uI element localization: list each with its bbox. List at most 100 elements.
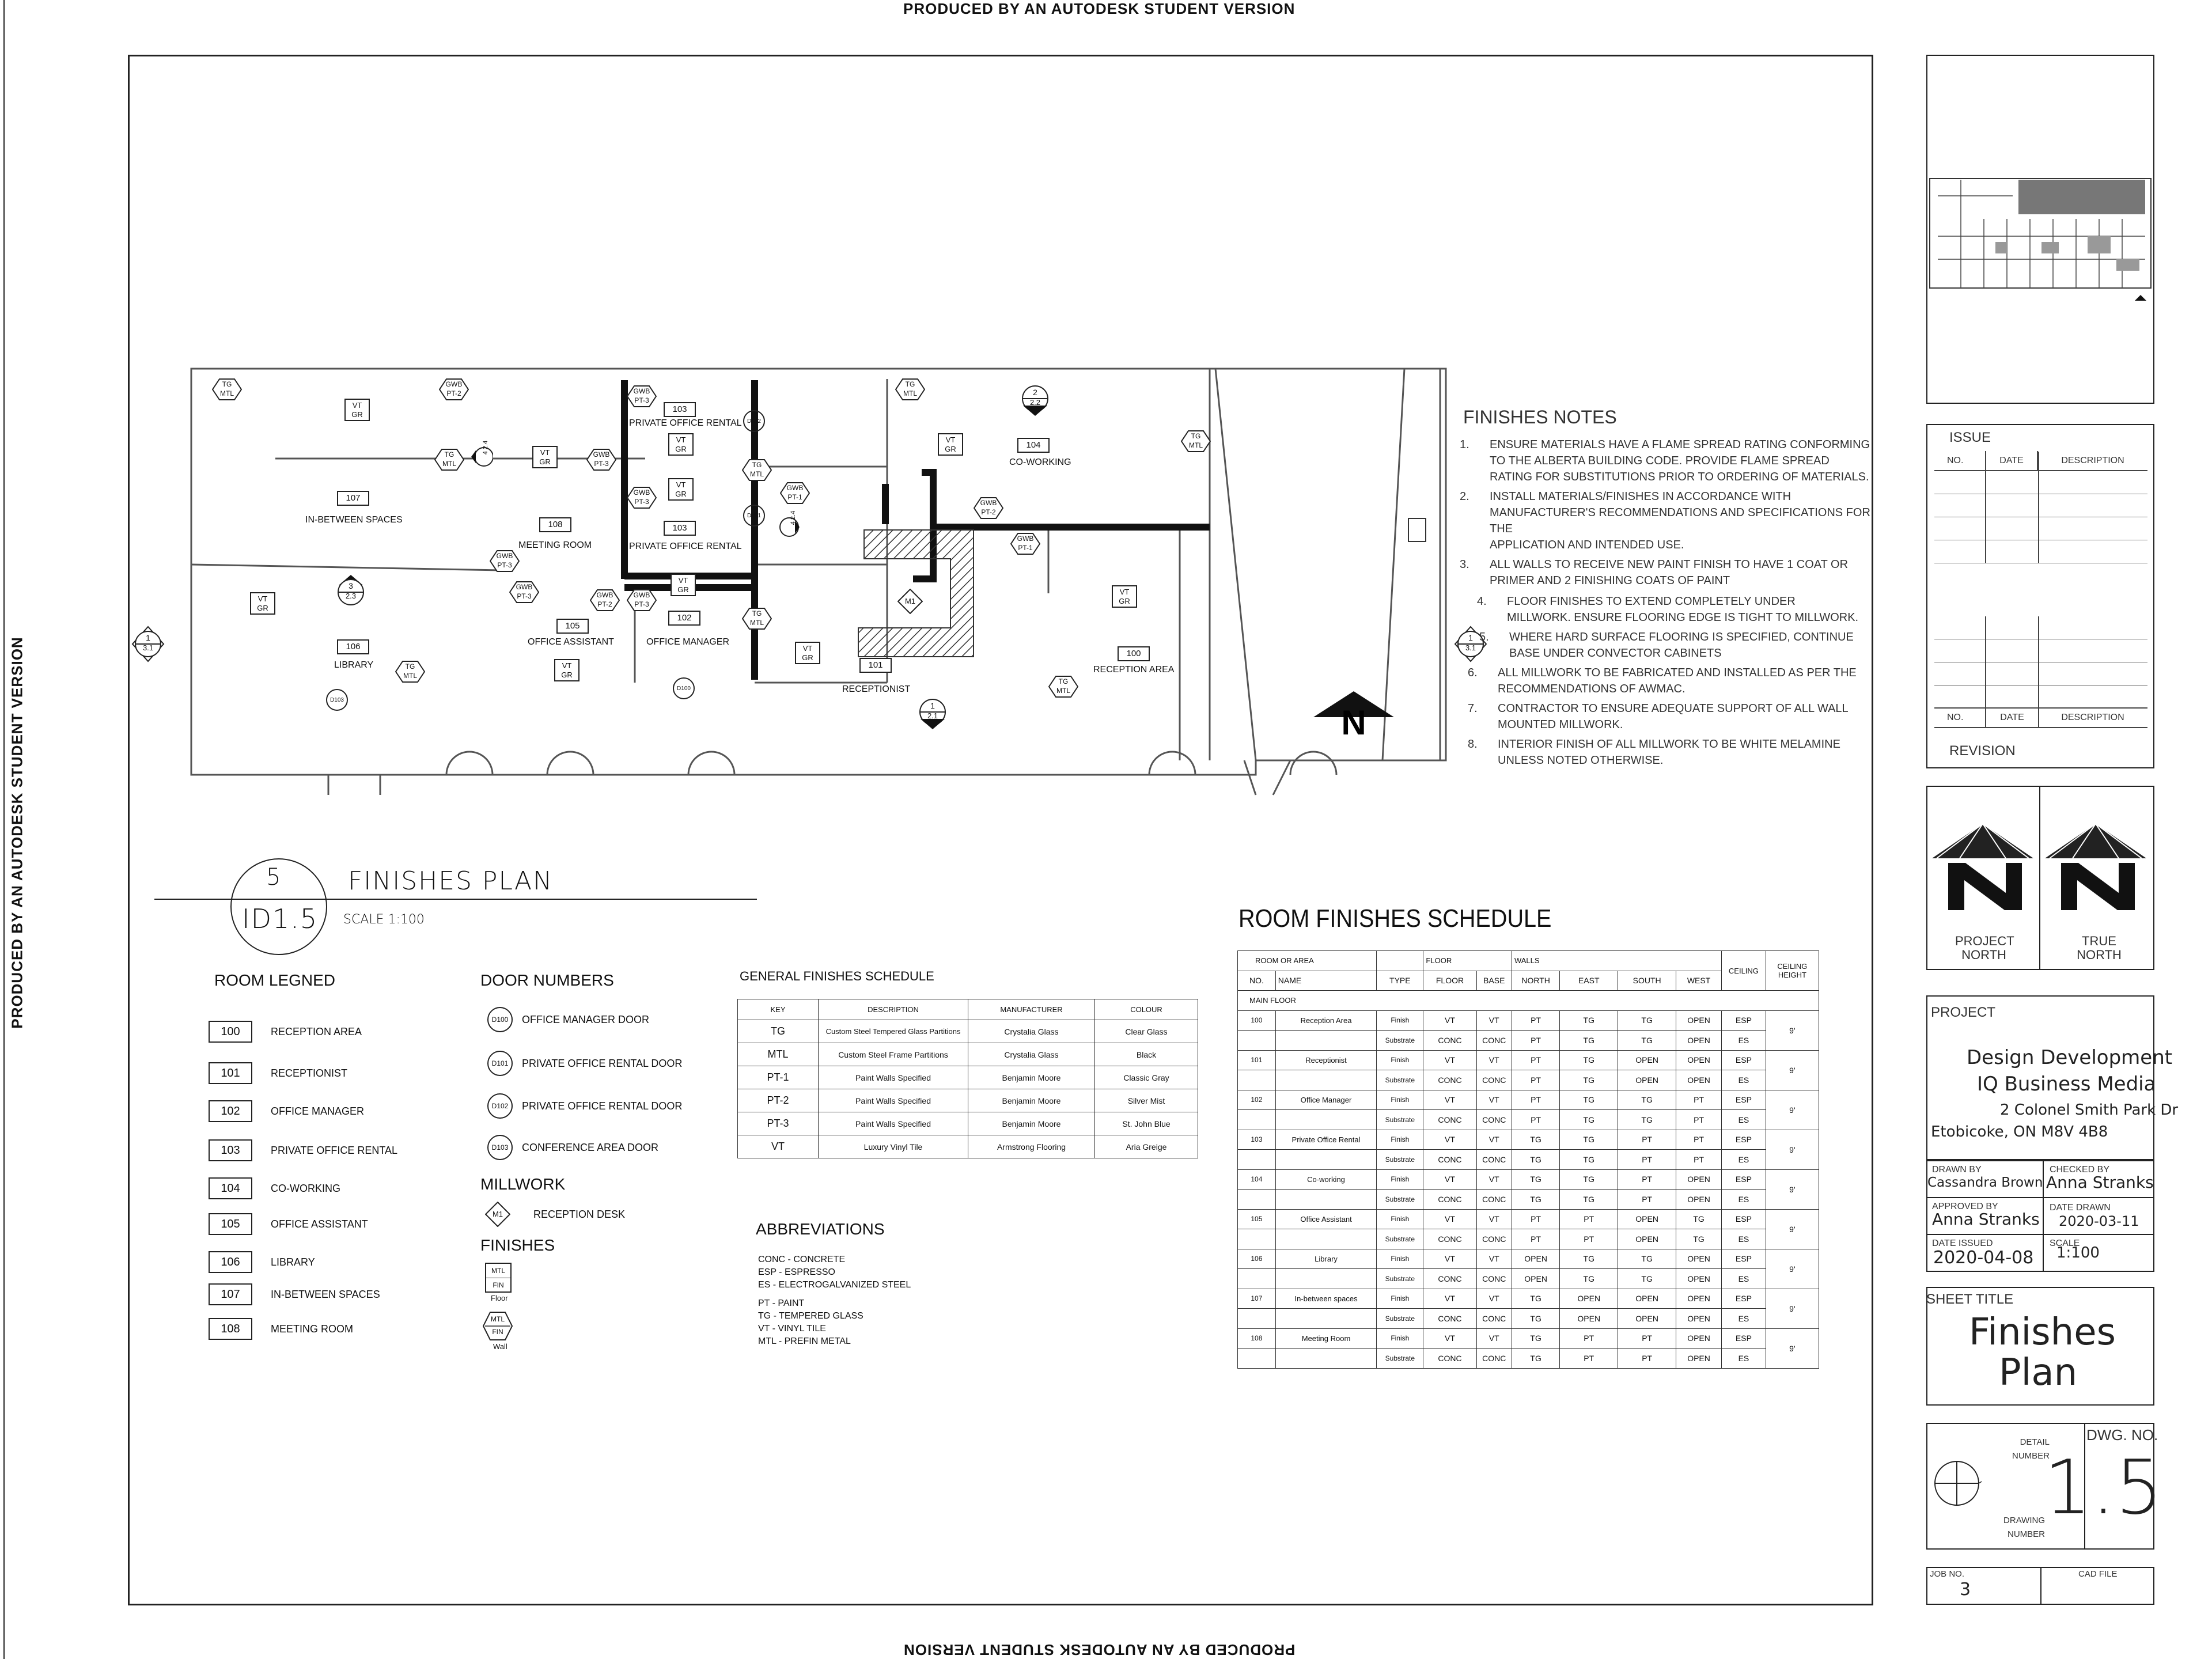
drawing-frame: [128, 55, 1873, 1605]
rfs-cell-name: Co-working: [1275, 1169, 1377, 1190]
rfs-cell: CONC: [1423, 1229, 1477, 1249]
true-north-icon: [2044, 818, 2147, 922]
rfs-cell: ESP: [1721, 1129, 1766, 1150]
rfs-cell-empty: [1275, 1348, 1377, 1369]
millwork-title: MILLWORK: [480, 1175, 566, 1193]
note-item: 6.ALL MILLWORK TO BE FABRICATED AND INST…: [1468, 666, 1857, 695]
sheet-title-label: SHEET TITLE: [1926, 1291, 2014, 1307]
rfs-cell: PT: [1559, 1229, 1619, 1249]
rfs-cell: PT: [1618, 1169, 1677, 1190]
approvals-grid-h: [1926, 1234, 2154, 1235]
rfs-cell: OPEN: [1676, 1248, 1722, 1269]
rfs-cell-empty: [1237, 1070, 1276, 1090]
rfs-cell: VT: [1423, 1328, 1477, 1349]
sheet-title-line-1: Finishes: [1969, 1311, 2116, 1354]
revision-col-lines: [1985, 616, 1986, 728]
rfs-cell-name: Private Office Rental: [1275, 1129, 1377, 1150]
room-legend-title: ROOM LEGNED: [214, 971, 336, 989]
finishes-notes-title: FINISHES NOTES: [1463, 407, 1617, 427]
rfs-cell: TG: [1559, 1149, 1619, 1170]
scale-label: SCALE: [2050, 1238, 2080, 1248]
rfs-cell: Finish: [1376, 1288, 1424, 1309]
checked-by-value: Anna Stranks: [2046, 1173, 2154, 1192]
rfs-cell: OPEN: [1676, 1070, 1722, 1090]
rfs-cell: PT: [1511, 1050, 1560, 1070]
section-marker: 4 2.4: [778, 510, 801, 544]
rfs-cell: CONC: [1423, 1030, 1477, 1051]
room-tag-103b: 103: [664, 521, 696, 536]
rfs-cell: TG: [1559, 1109, 1619, 1130]
rfs-cell: OPEN: [1676, 1308, 1722, 1329]
floor-plan-drawing: N: [190, 368, 1447, 796]
finishes-key-title: FINISHES: [480, 1236, 555, 1254]
rfs-cell: CONC: [1476, 1308, 1512, 1329]
rfs-cell: VT: [1423, 1288, 1477, 1309]
key-plan: [1926, 173, 2154, 323]
north-box: [1926, 786, 2154, 970]
rfs-cell-no: 100: [1237, 1010, 1276, 1031]
rfs-cell: OPEN: [1676, 1169, 1722, 1190]
rfs-cell: ES: [1721, 1149, 1766, 1170]
rfs-cell-no: 108: [1237, 1328, 1276, 1349]
room-schedule-table: ROOM OR AREA FLOOR WALLS CEILING CEILING…: [1237, 950, 1820, 1369]
cad-file-label: CAD FILE: [2078, 1569, 2118, 1579]
plan-title-bubble: [230, 858, 327, 955]
rfs-cell: TG: [1559, 1010, 1619, 1031]
note-item: 1.ENSURE MATERIALS HAVE A FLAME SPREAD R…: [1460, 438, 1870, 483]
rfs-cell: CONC: [1476, 1070, 1512, 1090]
project-north-icon: [1931, 818, 2035, 922]
rfs-cell: ES: [1721, 1070, 1766, 1090]
dwg-no-value: 1.5: [2044, 1444, 2163, 1531]
rfs-head2: NO. NAME TYPE FLOOR BASE NORTH EAST SOUT…: [1237, 970, 1819, 991]
door-tag-d100: D100: [673, 677, 695, 699]
rfs-cell: ESP: [1721, 1010, 1766, 1031]
millwork-tag-plan: M1: [897, 589, 923, 614]
rfs-cell: CONC: [1423, 1109, 1477, 1130]
rfs-cell: VT: [1476, 1169, 1512, 1190]
revision-col-lines: [2038, 616, 2039, 728]
rfs-cell: ES: [1721, 1308, 1766, 1329]
room-label-102: OFFICE MANAGER: [646, 637, 730, 647]
rfs-cell: Substrate: [1376, 1030, 1424, 1051]
rfs-cell: CONC: [1476, 1229, 1512, 1249]
approved-by-value: Anna Stranks: [1932, 1210, 2040, 1229]
note-item: 8.INTERIOR FINISH OF ALL MILLWORK TO BE …: [1468, 738, 1840, 767]
rfs-cell: OPEN: [1676, 1328, 1722, 1349]
door-tag-d101: D101: [743, 505, 765, 527]
rfs-cell-no: 105: [1237, 1209, 1276, 1229]
approvals-box: [1926, 1160, 2154, 1272]
room-tag-108: 108: [539, 517, 571, 532]
rfs-cell: OPEN: [1618, 1288, 1677, 1309]
note-item: 7.CONTRACTOR TO ENSURE ADEQUATE SUPPORT …: [1468, 702, 1849, 731]
millwork-name: RECEPTION DESK: [533, 1209, 626, 1220]
rfs-cell: TG: [1511, 1328, 1560, 1349]
rfs-cell: Substrate: [1376, 1070, 1424, 1090]
rfs-cell: VT: [1476, 1129, 1512, 1150]
rfs-cell: OPEN: [1676, 1189, 1722, 1210]
rfs-cell: TG: [1618, 1109, 1677, 1130]
rfs-cell-height: 9': [1765, 1169, 1820, 1210]
rfs-cell-empty: [1275, 1268, 1377, 1289]
rfs-cell: PT: [1559, 1209, 1619, 1229]
rfs-cell: OPEN: [1618, 1050, 1677, 1070]
